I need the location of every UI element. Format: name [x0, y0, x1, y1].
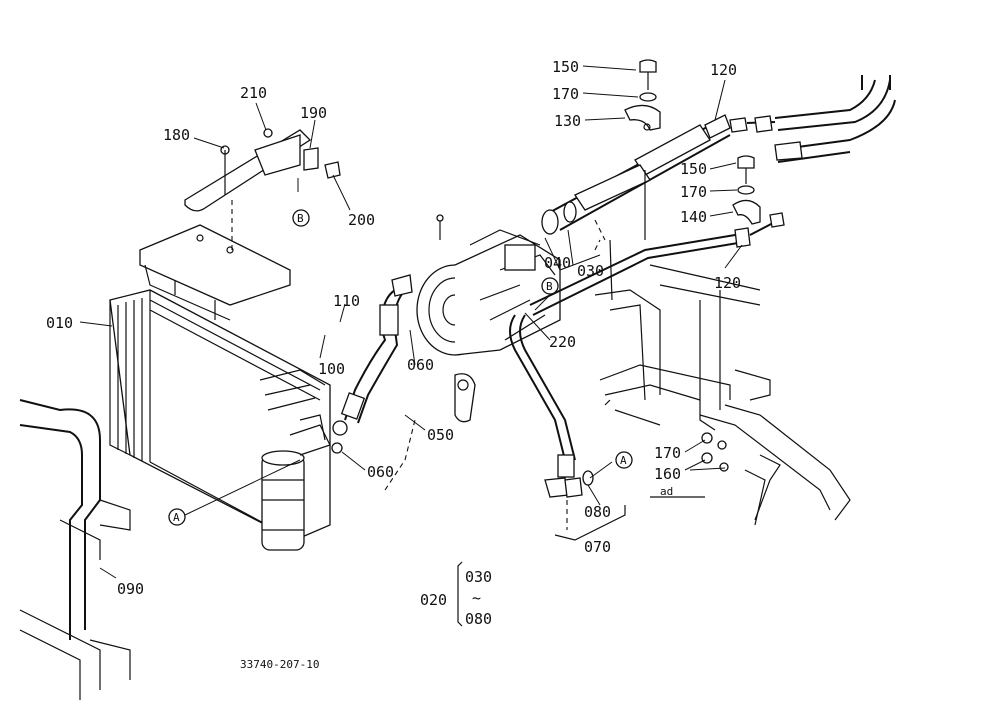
- pipe-030: [541, 119, 731, 251]
- label-100: 100: [318, 360, 345, 378]
- label-110: 110: [333, 292, 360, 310]
- label-020: 020: [420, 591, 447, 609]
- label-130: 130: [554, 112, 581, 130]
- label-030: 030: [577, 262, 604, 280]
- tractor-frame-left: [19, 399, 131, 700]
- label-120-lower: 120: [714, 274, 741, 292]
- label-040: 040: [544, 254, 571, 272]
- label-080-legend: 080: [465, 610, 492, 628]
- label-180: 180: [163, 126, 190, 144]
- drawing-number: 33740-207-10: [240, 658, 319, 671]
- pipe-120-lower: [529, 170, 785, 316]
- label-170-upper: 170: [552, 85, 579, 103]
- label-070: 070: [584, 538, 611, 556]
- label-080: 080: [584, 503, 611, 521]
- label-150-right: 150: [680, 160, 707, 178]
- compressor: [416, 214, 561, 423]
- label-090: 090: [117, 580, 144, 598]
- label-010: 010: [46, 314, 73, 332]
- receiver-drier: [261, 414, 331, 551]
- note-ad: ad: [660, 485, 673, 498]
- label-160: 160: [654, 465, 681, 483]
- label-200: 200: [348, 211, 375, 229]
- upper-bracket-assembly: [139, 128, 341, 321]
- label-170-right: 170: [680, 183, 707, 201]
- label-190: 190: [300, 104, 327, 122]
- marker-a-left: A: [173, 511, 180, 524]
- label-120-upper: 120: [710, 61, 737, 79]
- clamp-bolt-upper: [624, 59, 661, 131]
- label-150-upper: 150: [552, 58, 579, 76]
- pipe-120-upper: [704, 75, 896, 163]
- pipe-220-070: [509, 314, 594, 530]
- marker-b-upper: B: [297, 212, 304, 225]
- label-030-legend: 030: [465, 568, 492, 586]
- label-140: 140: [680, 208, 707, 226]
- marker-a-right: A: [620, 454, 627, 467]
- label-170-lower: 170: [654, 444, 681, 462]
- hose-050: [331, 274, 413, 454]
- tilde-separator: ~: [472, 589, 481, 607]
- label-210: 210: [240, 84, 267, 102]
- reference-markers: B B A A: [168, 209, 633, 526]
- callout-labels: 150 170 130 120 150 170 140 120 210 180 …: [46, 58, 741, 671]
- label-050: 050: [427, 426, 454, 444]
- assembly-brackets: [384, 239, 705, 627]
- right-bracket-frame: [594, 264, 851, 526]
- clamp-bolt-right: [732, 155, 761, 225]
- label-060-lower: 060: [367, 463, 394, 481]
- leader-lines: [79, 65, 743, 579]
- label-220: 220: [549, 333, 576, 351]
- marker-b-lower: B: [546, 280, 553, 293]
- label-060-upper: 060: [407, 356, 434, 374]
